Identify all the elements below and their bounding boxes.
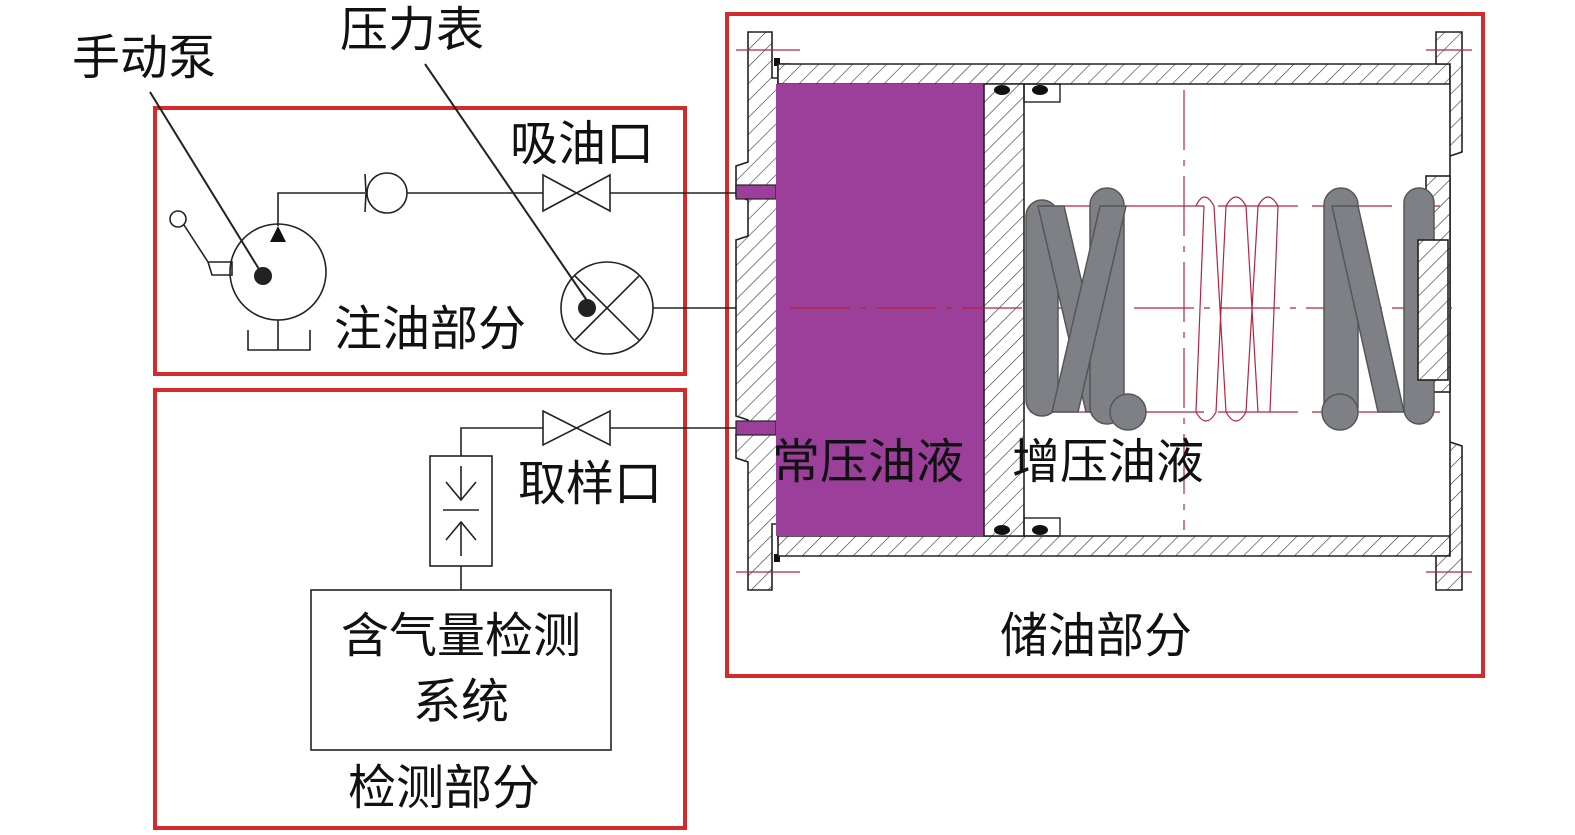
sampling-valve-symbol <box>542 409 611 447</box>
hand-pump-leader <box>149 91 263 275</box>
spring-middle-outline <box>1195 196 1279 422</box>
sampling-port-channel <box>735 420 777 436</box>
sampling-to-filter-line <box>460 427 543 456</box>
suction-port-label: 吸油口 <box>510 116 654 172</box>
filter-symbol <box>429 455 493 567</box>
suction-port-channel <box>735 184 777 200</box>
detection-section-label: 检测部分 <box>348 760 540 816</box>
injection-section-label: 注油部分 <box>334 301 526 357</box>
normal-pressure-oil-chamber <box>776 84 984 536</box>
hand-pump-symbol <box>169 210 327 351</box>
spring-right-coils <box>1321 187 1449 431</box>
hand-pump-label: 手动泵 <box>72 30 216 86</box>
gas-content-detection-system-box <box>310 589 612 751</box>
pressure-gauge-label: 压力表 <box>340 2 484 58</box>
spring-left-coils <box>1025 187 1147 431</box>
sampling-port-label: 取样口 <box>518 456 662 512</box>
detection-system-label-line1: 含气量检测 <box>341 608 581 664</box>
detection-system-label-line2: 系统 <box>413 674 509 730</box>
injection-section-box <box>153 106 687 376</box>
piston <box>983 83 1061 537</box>
pump-outlet-line <box>277 192 365 226</box>
storage-section-label: 储油部分 <box>1000 608 1192 664</box>
check-valve-symbol <box>364 172 408 214</box>
cylinder-top-wall <box>777 63 1451 85</box>
detection-section-box <box>153 388 687 830</box>
pressure-gauge-leader <box>424 63 591 306</box>
pressure-gauge-symbol <box>560 261 654 355</box>
cylinder-bottom-wall <box>777 535 1451 557</box>
suction-valve-symbol <box>542 173 611 213</box>
boosted-oil-label: 增压油液 <box>1012 434 1204 490</box>
normal-pressure-oil-label: 常压油液 <box>772 434 964 490</box>
storage-section-box <box>725 12 1485 678</box>
